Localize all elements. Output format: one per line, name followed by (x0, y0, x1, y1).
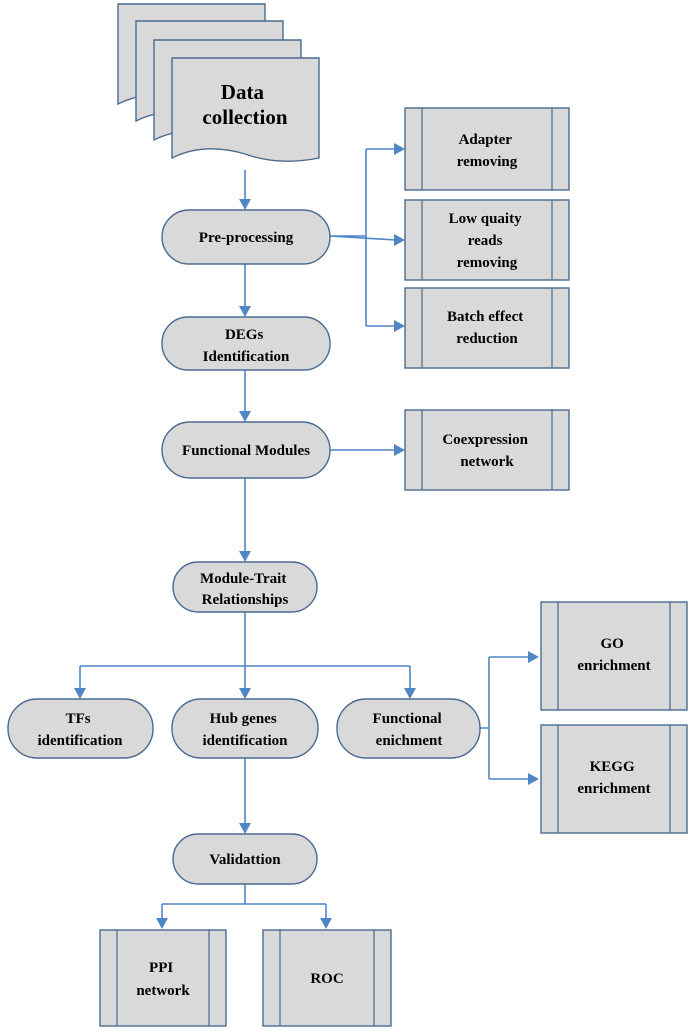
node-go-enrichment: GO enrichment (540, 601, 688, 711)
node-label-coexpression: Coexpression network (442, 432, 531, 470)
arrow-head (239, 306, 251, 317)
connectors (74, 143, 539, 929)
terminator-shape (161, 421, 331, 479)
process-box (404, 107, 570, 191)
arrow-head (320, 918, 332, 929)
node-low-quality-reads-removing: Low quaity reads removing (404, 199, 570, 281)
arrow-head (74, 688, 86, 699)
terminator-shape (161, 209, 331, 265)
node-label-tfs: TFs identification (38, 711, 124, 749)
arrow-head (239, 199, 251, 210)
arrow-head (239, 688, 251, 699)
arrow-head (239, 823, 251, 834)
node-functional-modules: Functional Modules (161, 421, 331, 479)
arrow-head (239, 411, 251, 422)
node-tfs-identification: TFs identification (7, 698, 154, 759)
node-label-pre-processing: Pre-processing (199, 230, 294, 246)
node-validation: Validattion (172, 833, 318, 885)
arrow-head (394, 320, 405, 332)
arrow-head (239, 551, 251, 562)
node-label-validation: Validattion (209, 852, 281, 868)
node-batch-effect-reduction: Batch effect reduction (404, 287, 570, 369)
process-box (99, 929, 227, 1027)
edge-validation-branch (161, 884, 327, 920)
arrow-head (404, 688, 416, 699)
edge-enrichment-branch (480, 656, 530, 780)
process-box (404, 199, 570, 281)
node-module-trait: Module-Trait Relationships (172, 561, 318, 613)
arrow-head (528, 651, 539, 663)
process-box (262, 929, 392, 1027)
node-label-ppi: PPI network (136, 960, 190, 999)
terminator-shape (172, 833, 318, 885)
node-label-roc: ROC (310, 971, 343, 987)
edge-preprocessing-branch (329, 148, 397, 327)
node-degs-identification: DEGs Identification (161, 316, 331, 371)
terminator-shape (336, 698, 481, 759)
terminator-shape (171, 698, 319, 759)
node-roc: ROC (262, 929, 392, 1027)
terminator-shape (172, 561, 318, 613)
terminator-shape (7, 698, 154, 759)
node-functional-enrichment: Functional enichment (336, 698, 481, 759)
node-label-kegg: KEGG enrichment (577, 759, 650, 797)
node-label-go: GO enrichment (577, 636, 650, 674)
arrow-head (394, 143, 405, 155)
node-label-hub-genes: Hub genes identification (203, 711, 289, 749)
node-data-collection: Data collection (117, 3, 320, 162)
arrow-head (528, 773, 539, 785)
node-label-adapter-removing: Adapter removing (457, 132, 518, 170)
node-kegg-enrichment: KEGG enrichment (540, 724, 688, 834)
node-label-module-trait: Module-Trait Relationships (200, 571, 290, 608)
node-label-functional-modules: Functional Modules (182, 443, 310, 459)
node-ppi-network: PPI network (99, 929, 227, 1027)
process-box (404, 287, 570, 369)
process-box (404, 409, 570, 491)
document-sheet (171, 57, 320, 162)
arrow-head (394, 234, 405, 246)
node-label-data-collection: Data collection (202, 80, 287, 129)
terminator-shape (161, 316, 331, 371)
node-label-low-quality-reads: Low quaity reads removing (449, 211, 526, 271)
node-label-degs: DEGs Identification (203, 327, 290, 365)
node-coexpression-network: Coexpression network (404, 409, 570, 491)
node-label-batch-effect: Batch effect reduction (447, 309, 527, 347)
node-label-functional-enrichment: Functional enichment (373, 711, 446, 749)
edge-moduletrait-branch (79, 612, 411, 690)
node-adapter-removing: Adapter removing (404, 107, 570, 191)
arrow-head (394, 444, 405, 456)
node-hub-genes: Hub genes identification (171, 698, 319, 759)
arrow-head (156, 918, 168, 929)
process-box (540, 724, 688, 834)
node-pre-processing: Pre-processing (161, 209, 331, 265)
process-box (540, 601, 688, 711)
